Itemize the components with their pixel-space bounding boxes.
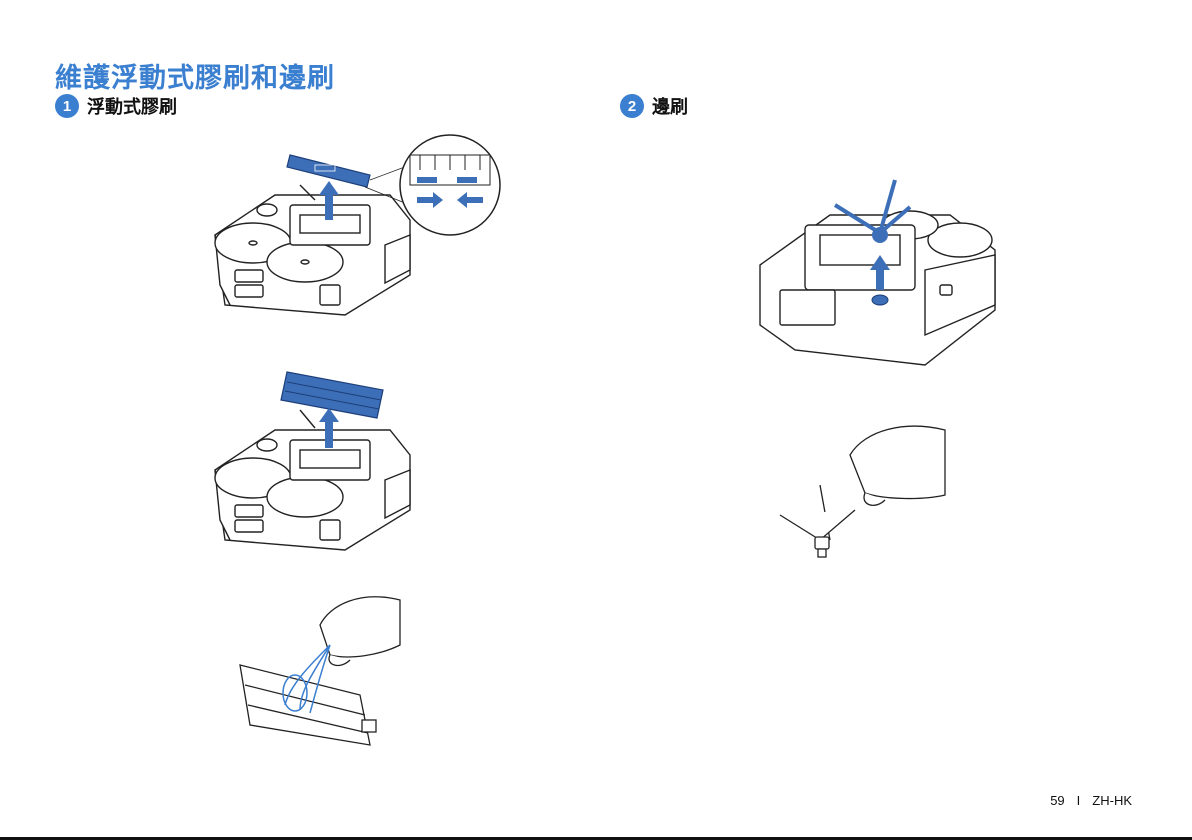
step-number-badge: 2 bbox=[620, 94, 644, 118]
language-code: ZH-HK bbox=[1092, 793, 1132, 808]
illustration-remove-side-brush bbox=[750, 175, 1005, 370]
section-title: 邊刷 bbox=[652, 93, 688, 119]
page-number: 59 bbox=[1050, 793, 1064, 808]
section-heading-brush: 1 浮動式膠刷 bbox=[55, 93, 177, 119]
illustration-clean-side-brush bbox=[775, 415, 950, 565]
brush-roll bbox=[281, 372, 383, 418]
illustration-lift-brush-roll bbox=[205, 360, 435, 560]
footer-separator: I bbox=[1077, 793, 1081, 808]
page-title: 維護浮動式膠刷和邊刷 bbox=[55, 56, 335, 95]
section-heading-side-brush: 2 邊刷 bbox=[620, 93, 688, 119]
step-number-badge: 1 bbox=[55, 94, 79, 118]
illustration-remove-brush-guard bbox=[205, 125, 505, 320]
section-title: 浮動式膠刷 bbox=[87, 93, 177, 119]
page-footer: 59 I ZH-HK bbox=[1050, 793, 1132, 808]
illustration-clean-brush-roll bbox=[230, 585, 410, 760]
